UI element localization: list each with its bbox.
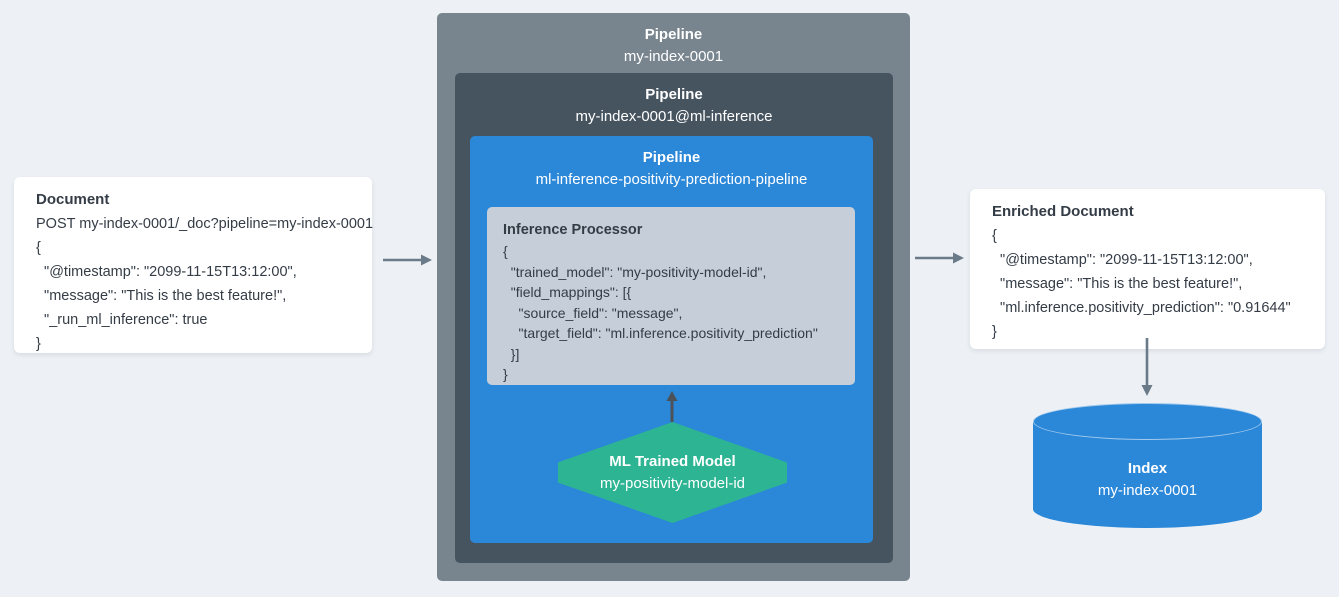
enriched-document-title: Enriched Document	[992, 203, 1134, 220]
outer-pipeline-title: Pipeline	[644, 26, 703, 43]
inference-processor-code: { "trained_model": "my-positivity-model-…	[503, 243, 818, 382]
index-cylinder: Index my-index-0001	[1033, 403, 1262, 545]
inference-processor-box: Inference Processor { "trained_model": "…	[487, 207, 855, 385]
document-card: Document POST my-index-0001/_doc?pipelin…	[14, 177, 374, 353]
outer-pipeline-name: my-index-0001	[623, 48, 724, 65]
index-title: Index	[1127, 460, 1168, 477]
inner-pipeline-header: Pipeline my-index-0001@ml-inference	[455, 73, 893, 128]
model-arrow-up-icon	[666, 391, 678, 422]
index-name: my-index-0001	[1097, 482, 1198, 499]
ml-trained-model-name: my-positivity-model-id	[599, 474, 746, 492]
inner-pipeline-name: my-index-0001@ml-inference	[575, 108, 773, 125]
enriched-document-code: { "@timestamp": "2099-11-15T13:12:00", "…	[992, 228, 1291, 340]
document-card-code: POST my-index-0001/_doc?pipeline=my-inde…	[36, 216, 374, 352]
inference-processor-title: Inference Processor	[503, 222, 643, 238]
index-cylinder-top	[1033, 403, 1262, 440]
document-card-title: Document	[36, 191, 110, 208]
flow-arrow-right-2-icon	[915, 252, 964, 264]
ml-pipeline-name: ml-inference-positivity-prediction-pipel…	[535, 171, 808, 188]
enriched-document-card: Enriched Document { "@timestamp": "2099-…	[970, 189, 1325, 349]
ml-pipeline-title: Pipeline	[642, 149, 701, 166]
ml-trained-model-title: ML Trained Model	[609, 452, 736, 470]
flow-arrow-right-icon	[383, 254, 432, 266]
inner-pipeline-title: Pipeline	[645, 86, 703, 103]
ml-pipeline-header: Pipeline ml-inference-positivity-predict…	[470, 136, 873, 191]
index-arrow-down-icon	[1141, 338, 1153, 396]
outer-pipeline-header: Pipeline my-index-0001	[437, 13, 910, 68]
